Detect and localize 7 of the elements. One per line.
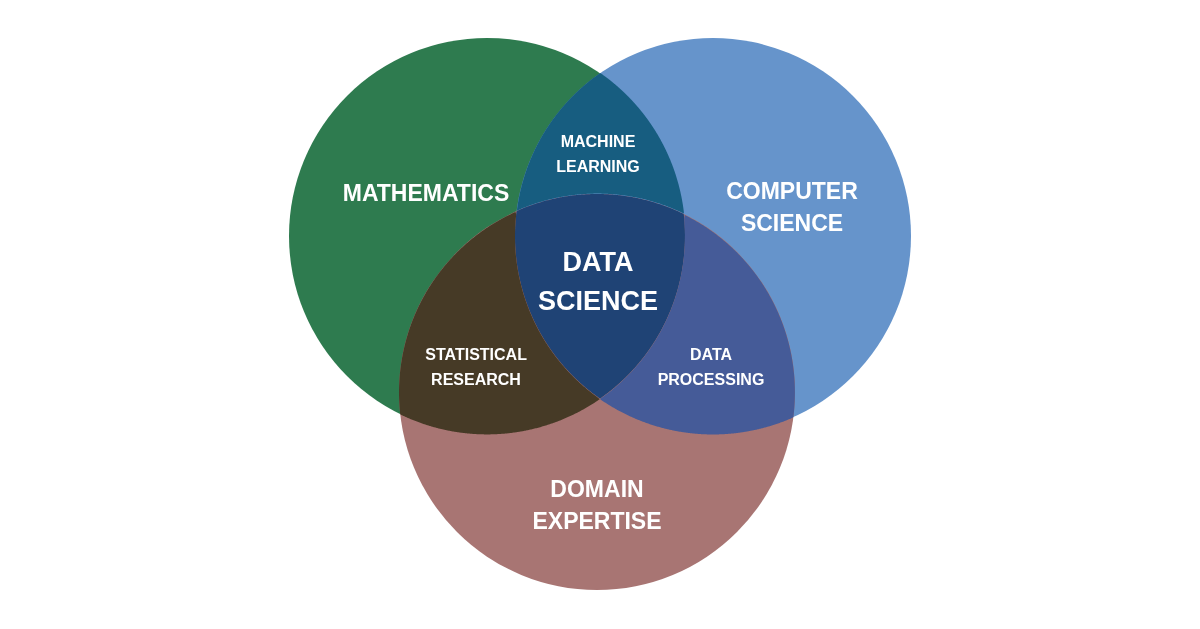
overlap-label: STATISTICAL RESEARCH: [425, 345, 527, 390]
overlap-label: MACHINE LEARNING: [556, 132, 640, 177]
circle-label: COMPUTER SCIENCE: [726, 177, 858, 238]
overlap-label: DATA SCIENCE: [537, 246, 658, 318]
circle-label: DOMAIN EXPERTISE: [532, 475, 662, 536]
overlap-label: DATA PROCESSING: [657, 345, 765, 390]
circle-label: MATHEMATICS: [342, 179, 510, 208]
